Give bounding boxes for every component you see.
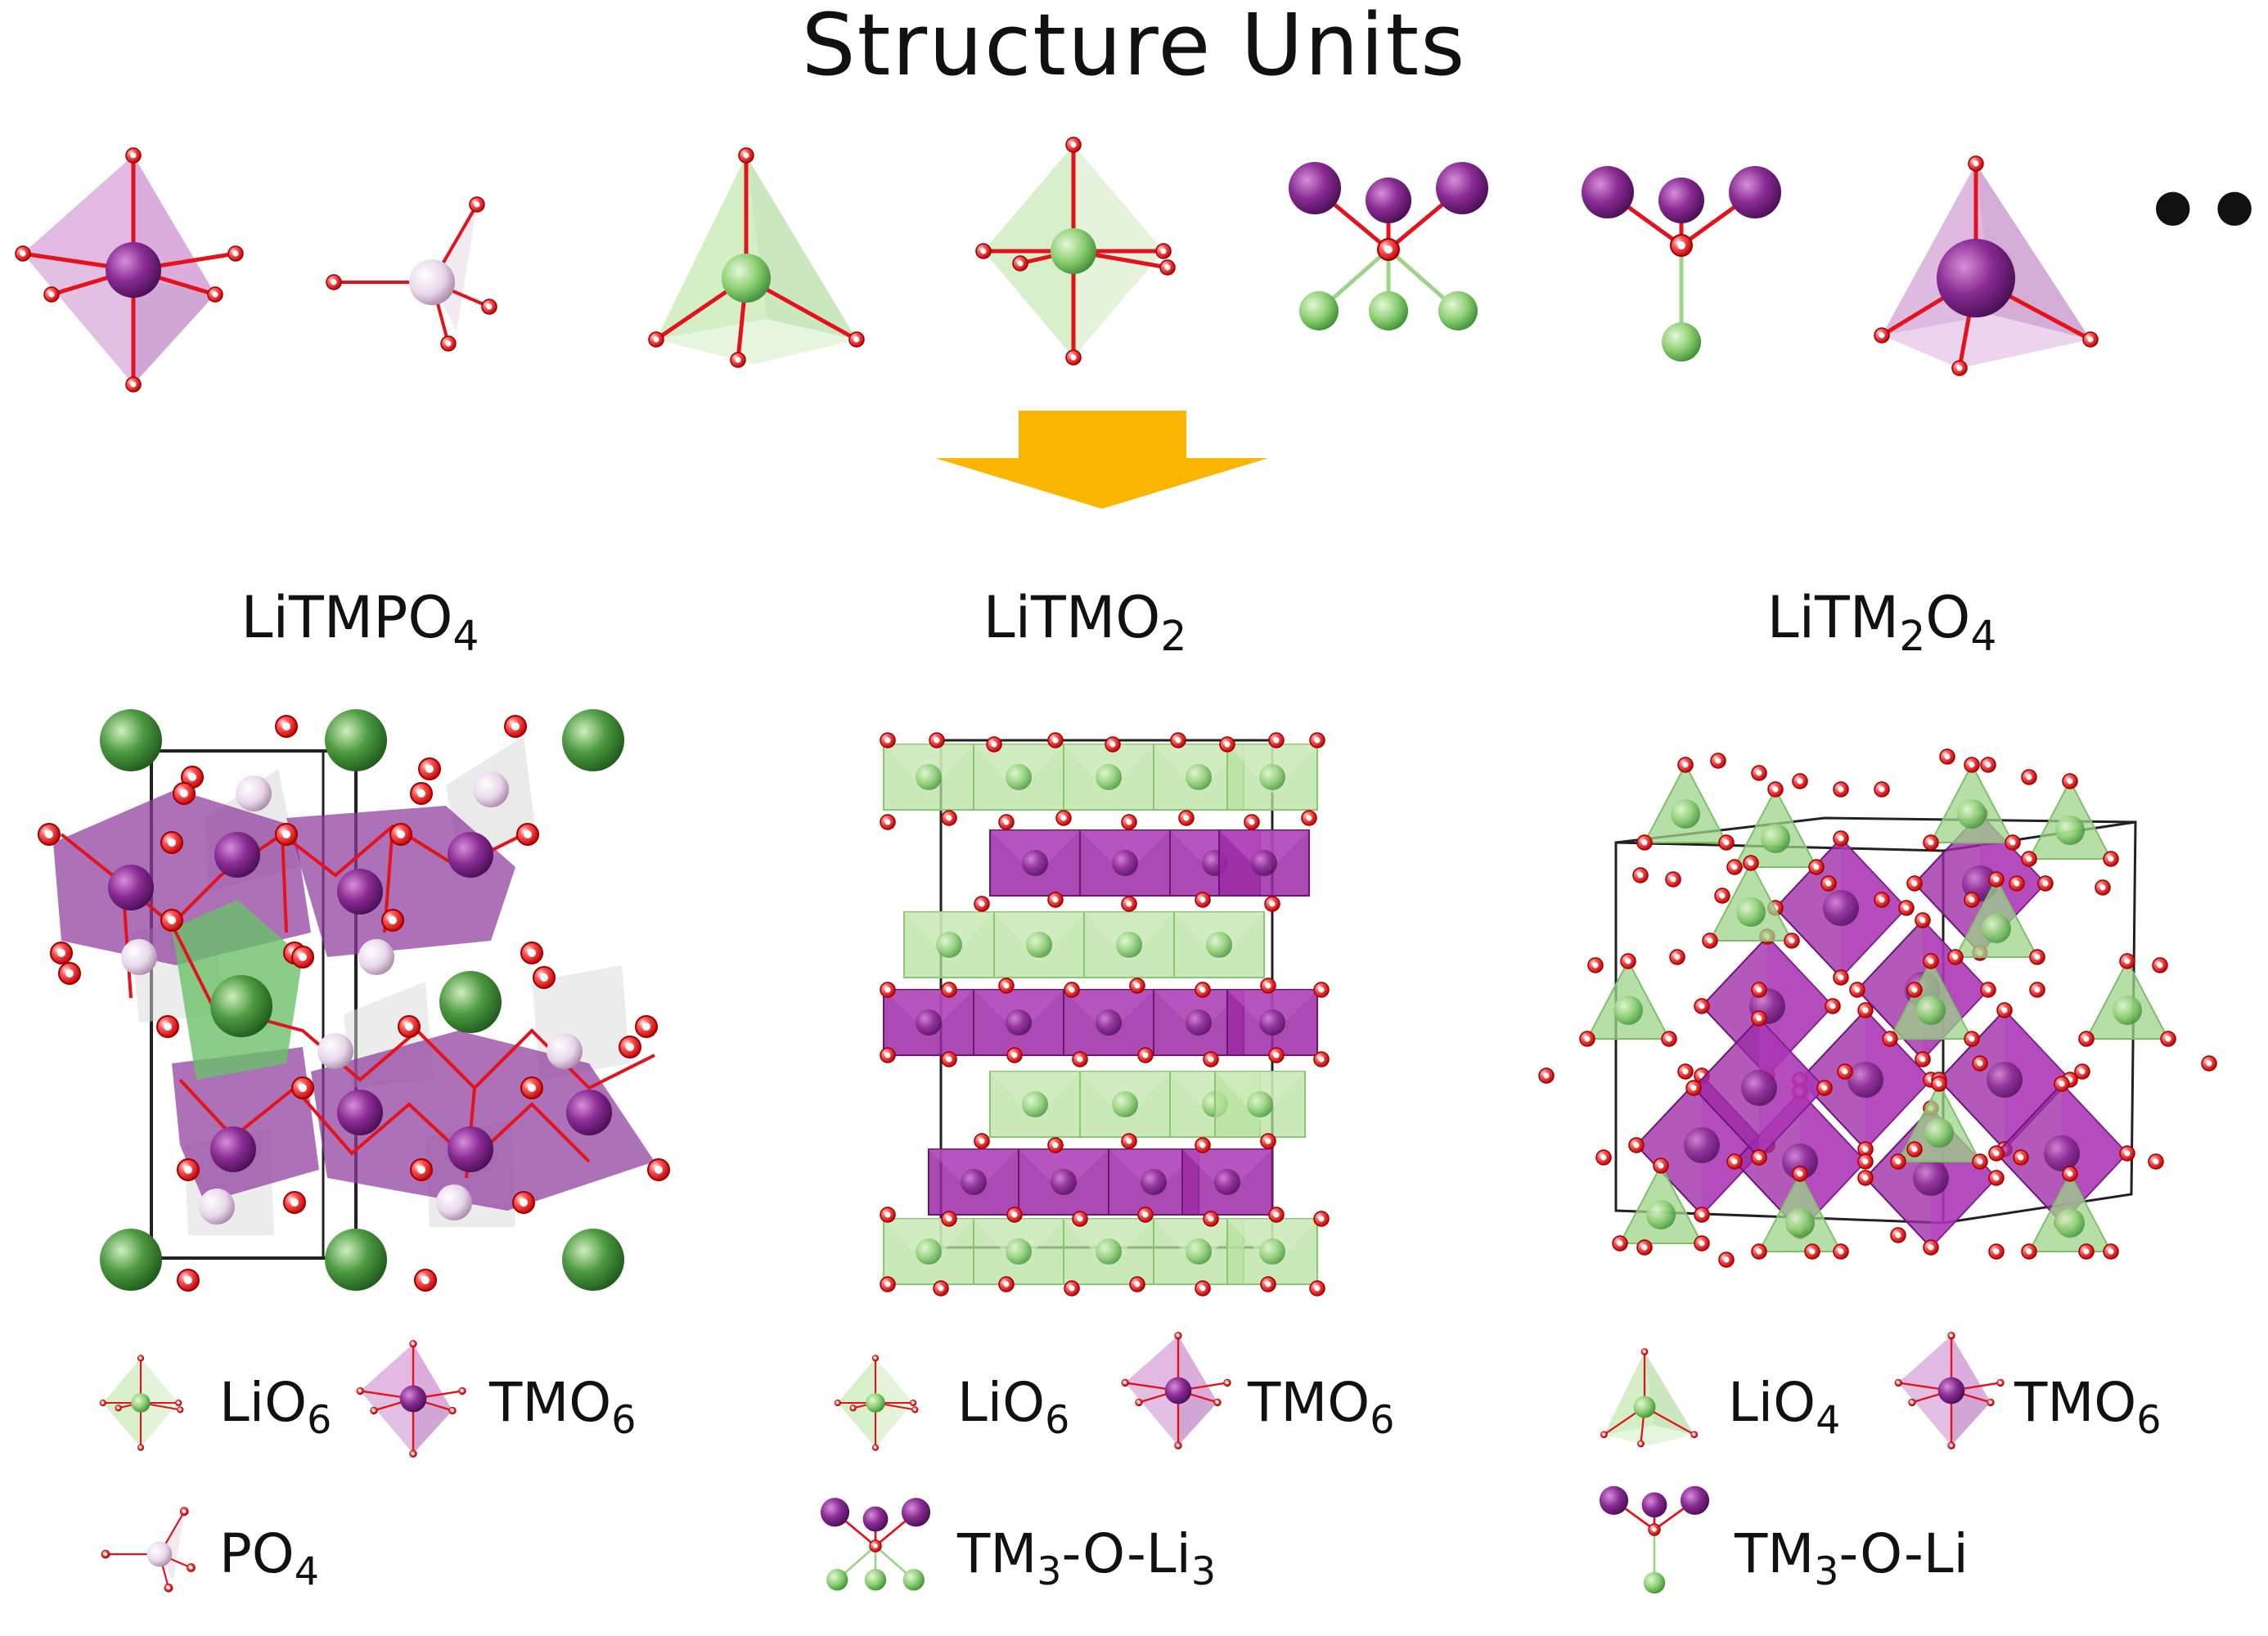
page-title: Structure Units: [801, 0, 1467, 95]
legend-subscript: 3: [1037, 1549, 1062, 1595]
legend-subscript: 6: [1370, 1398, 1395, 1444]
column-title-litm2o4: LiTM2O4: [1595, 584, 2168, 657]
legend-subscript: 4: [294, 1549, 319, 1595]
legend-label-lio6: LiO6: [957, 1371, 1069, 1440]
col2-tm3-o-li3-icon: [821, 1498, 930, 1590]
more-units-ellipsis: •••: [2142, 155, 2268, 267]
litmpo4-structure-illustration: [38, 709, 670, 1292]
li-tetrahedron-unit-icon: [649, 148, 864, 367]
litm2o4-structure-illustration: [1538, 748, 2217, 1268]
tm-octahedron-unit-icon: [16, 148, 243, 392]
legend-label-tmo6: TMO6: [2014, 1371, 2161, 1440]
legend-main: LiO: [1728, 1371, 1816, 1434]
legend-label-tm3-o-li3: TM3-O-Li3: [957, 1526, 1216, 1592]
col3-tm-octahedron-icon: [1895, 1332, 2004, 1449]
legend-main: LiO: [957, 1371, 1046, 1434]
legend-main: TMO: [489, 1371, 612, 1434]
litmo2-structure-illustration: [880, 732, 1330, 1297]
title-main: LiTMPO: [241, 584, 453, 651]
tm-tetrahedron-unit-icon: [1874, 156, 2098, 375]
col3-tm3-o-li-icon: [1600, 1486, 1709, 1593]
col1-li-octahedron-icon: [100, 1355, 183, 1451]
legend-main: TM: [1735, 1522, 1815, 1585]
col3-li-tetrahedron-icon: [1600, 1348, 1697, 1447]
tm3-o-li3-unit-icon: [1289, 162, 1488, 330]
title-main: LiTMO: [983, 584, 1161, 651]
down-arrow-icon: [935, 411, 1268, 509]
legend-tail: -O-Li: [1061, 1522, 1191, 1585]
legend-main: LiO: [219, 1371, 308, 1434]
title-tail: O: [1925, 584, 1971, 651]
legend-label-tm3-o-li: TM3-O-Li: [1735, 1526, 1969, 1592]
legend-subscript: 6: [2136, 1398, 2162, 1444]
legend-main: TMO: [1248, 1371, 1370, 1434]
legend-label-tmo6: TMO6: [1248, 1371, 1394, 1440]
col1-tm-octahedron-icon: [357, 1340, 466, 1457]
column-title-litmpo4: LiTMPO4: [74, 584, 646, 657]
legend-main: TMO: [2014, 1371, 2137, 1434]
legend-label-po4: PO4: [219, 1526, 319, 1592]
title-subscript: 4: [452, 612, 479, 661]
column-title-litmo2: LiTMO2: [799, 584, 1371, 657]
col2-tm-octahedron-icon: [1122, 1332, 1231, 1449]
title-subscript: 2: [1899, 612, 1926, 661]
col2-li-octahedron-icon: [835, 1355, 918, 1451]
legend-main: PO: [219, 1522, 295, 1585]
col1-po4-icon: [101, 1508, 195, 1592]
legend-subscript: 3: [1814, 1549, 1839, 1595]
legend-subscript-2: 3: [1190, 1549, 1217, 1595]
li-octahedron-unit-icon: [976, 137, 1175, 365]
legend-subscript: 4: [1816, 1398, 1841, 1444]
title-main: LiTM: [1766, 584, 1900, 651]
po4-tetrahedron-unit-icon: [326, 197, 497, 351]
legend-subscript: 6: [307, 1398, 332, 1444]
legend-label-tmo6: TMO6: [489, 1371, 636, 1440]
legend-subscript: 6: [1045, 1398, 1070, 1444]
title-subscript: 2: [1160, 612, 1187, 661]
legend-label-lio6: LiO6: [219, 1371, 331, 1440]
legend-main: TM: [957, 1522, 1037, 1585]
tm3-o-li-unit-icon: [1582, 166, 1781, 362]
title-subscript-2: 4: [1970, 612, 1997, 661]
legend-label-lio4: LiO4: [1728, 1371, 1840, 1440]
legend-subscript: 6: [611, 1398, 637, 1444]
legend-tail: -O-Li: [1838, 1522, 1969, 1585]
